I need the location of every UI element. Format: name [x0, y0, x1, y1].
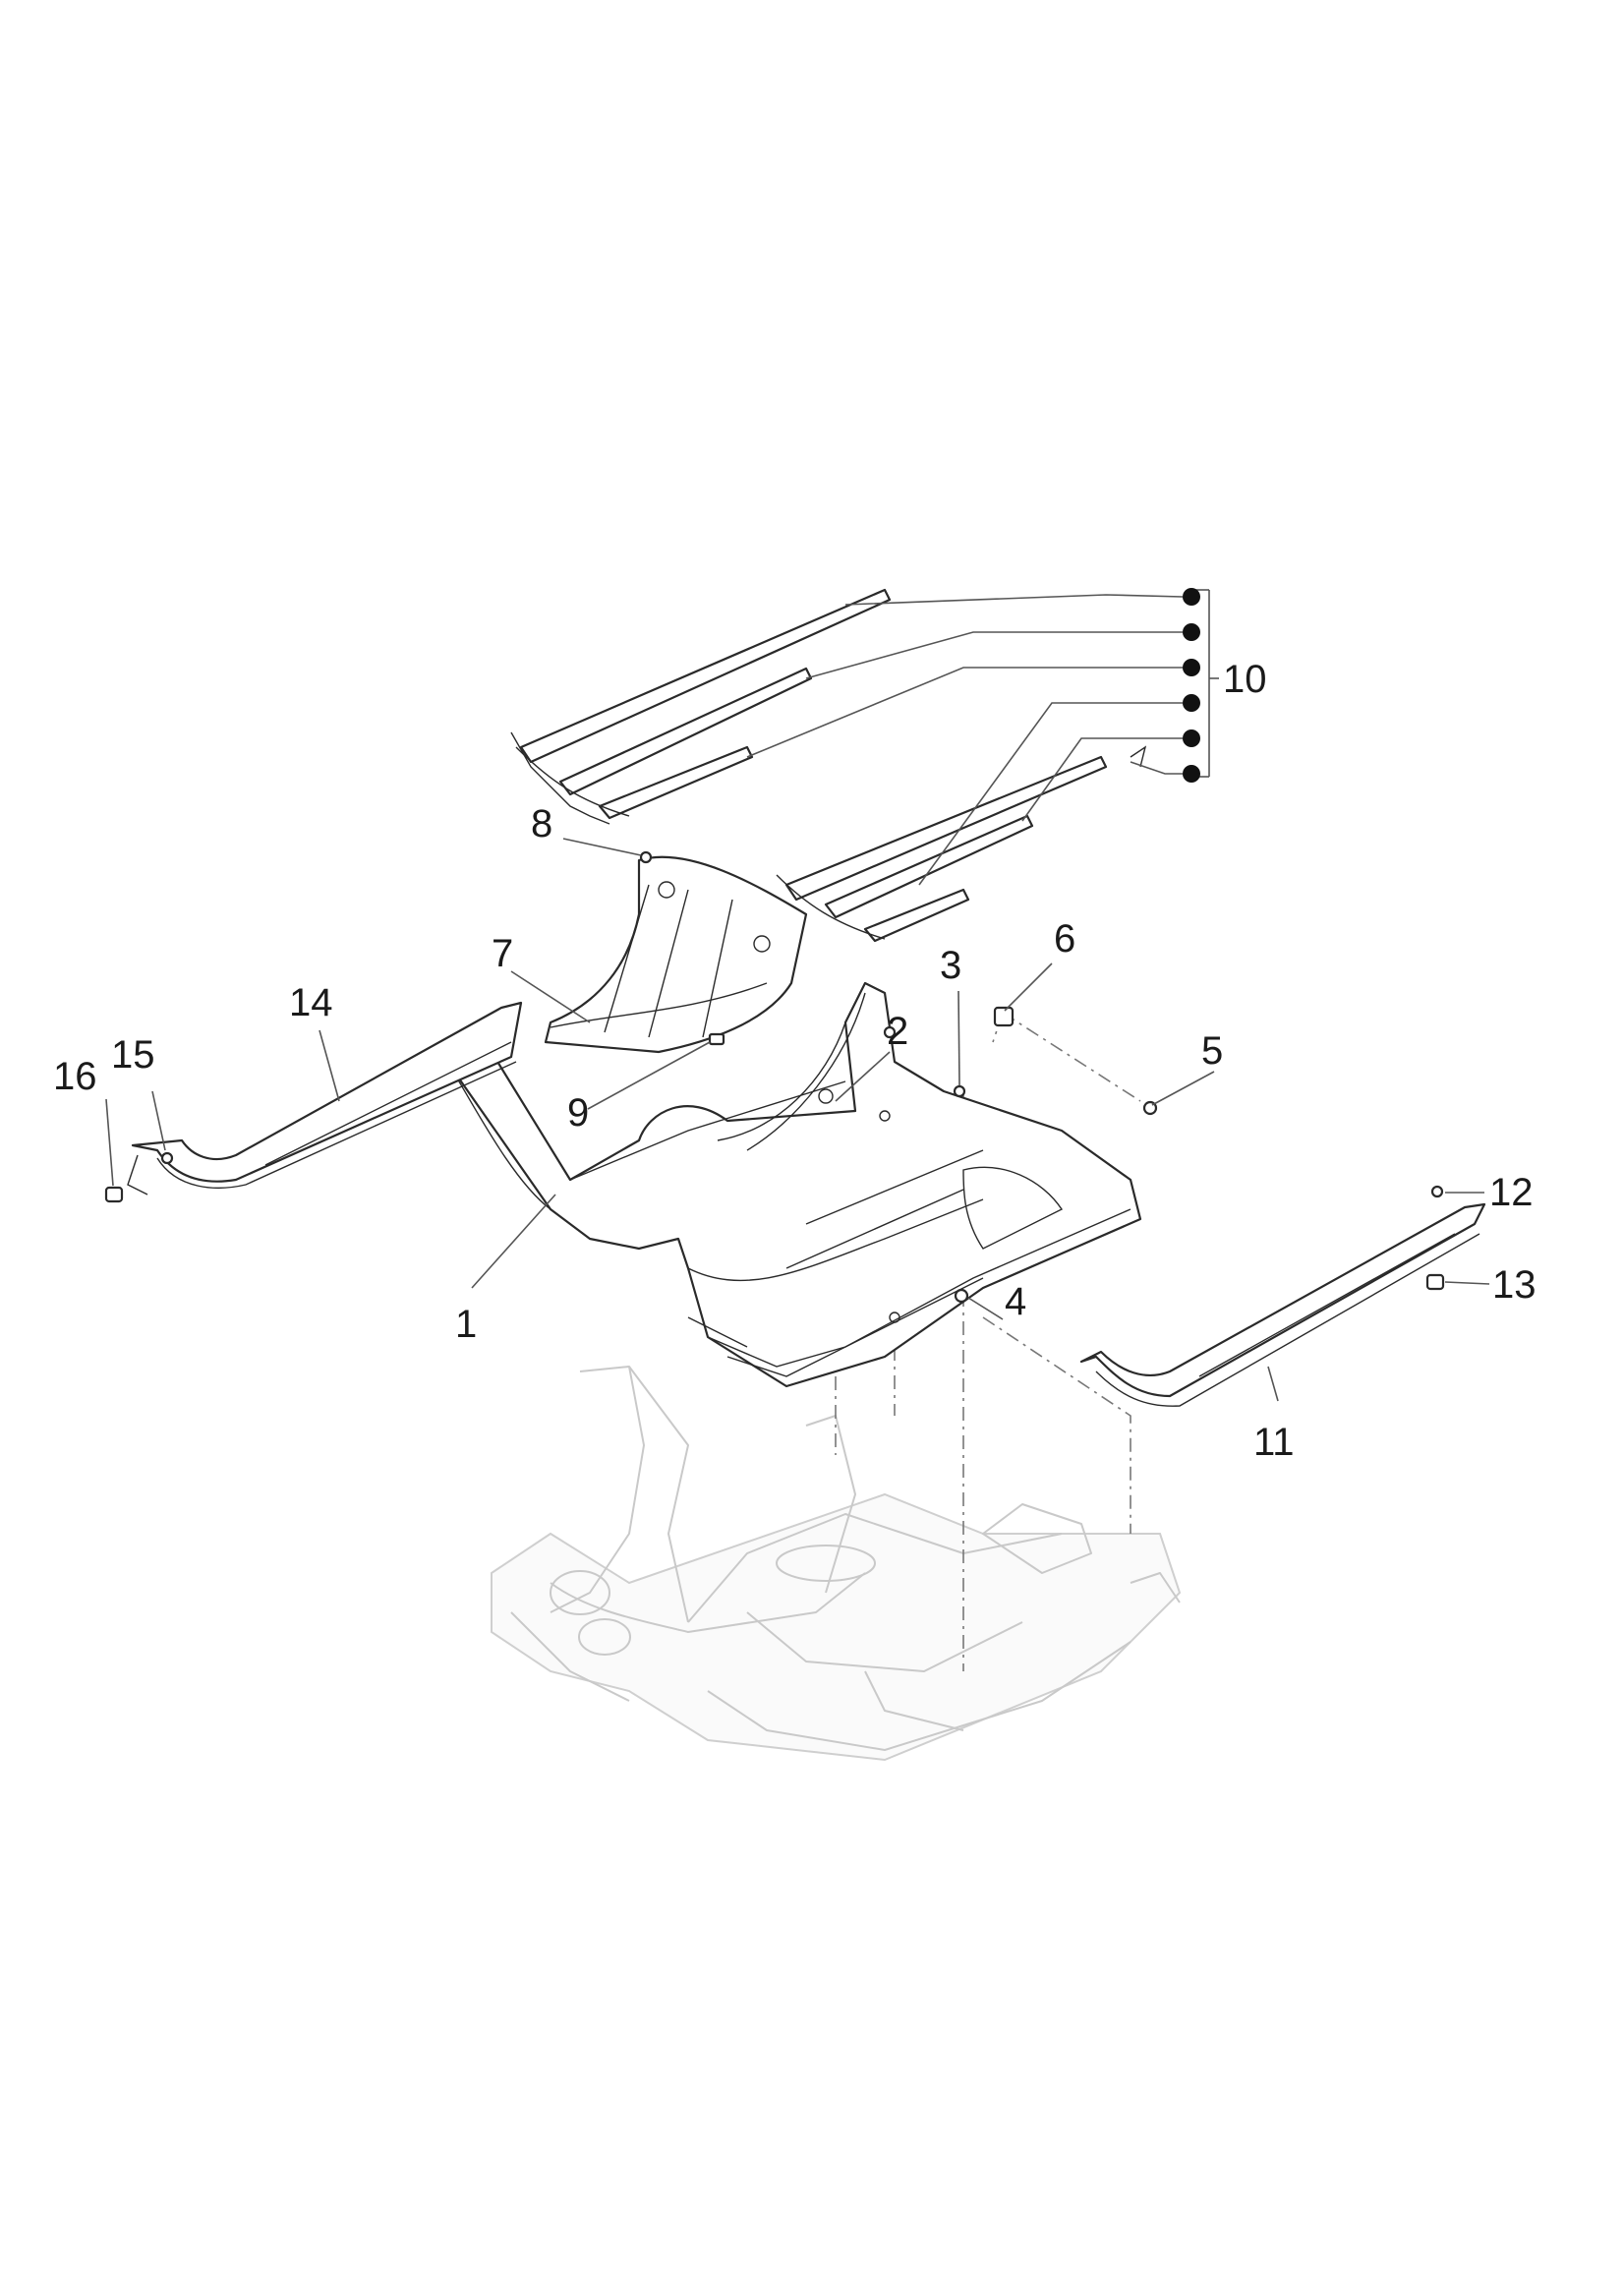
part-10-rails: [510, 588, 1147, 943]
callout-11: 11: [1253, 1421, 1295, 1464]
callout-4: 4: [1005, 1280, 1026, 1323]
callout-8: 8: [531, 802, 552, 845]
callout-10: 10: [1223, 658, 1267, 701]
part-7-floor-panel: [544, 855, 808, 1054]
part-1-footboard: [445, 981, 1142, 1388]
callout-12: 12: [1489, 1171, 1534, 1214]
callout-2: 2: [887, 1010, 908, 1053]
callout-14: 14: [289, 981, 333, 1024]
fasteners: [104, 850, 1445, 1304]
callout-16: 16: [53, 1055, 97, 1098]
callout-labels: 1 2 3 4 5 6 7 8 9 10 11 12 13 14 15 16: [53, 658, 1537, 1464]
callout-7: 7: [492, 932, 513, 975]
part-14-left-side-rail: [127, 1001, 523, 1195]
callout-15: 15: [111, 1033, 155, 1077]
callout-6: 6: [1054, 917, 1075, 961]
callout-3: 3: [940, 944, 961, 987]
callout-5: 5: [1201, 1029, 1223, 1073]
part-10-bracket: [746, 588, 1219, 886]
callout-1: 1: [455, 1303, 477, 1346]
part-11-right-side-rail: [1079, 1202, 1486, 1407]
leader-lines: [105, 838, 1490, 1402]
callout-9: 9: [567, 1091, 589, 1135]
ghost-chassis-frame: [491, 1366, 1182, 1762]
callout-13: 13: [1492, 1263, 1537, 1307]
